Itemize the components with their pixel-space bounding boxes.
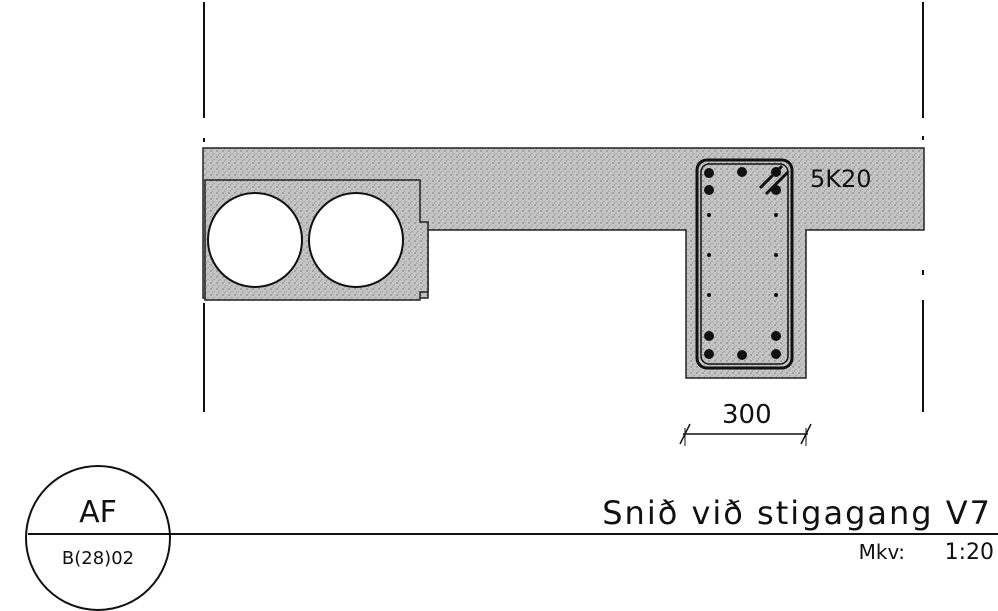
scale-label: Mkv: xyxy=(859,540,905,564)
rebar-bottom-4 xyxy=(737,350,747,360)
side-bar-2 xyxy=(774,213,778,217)
rebar-bottom-3 xyxy=(704,349,714,359)
rebar-label: 5K20 xyxy=(810,165,872,193)
rebar-top-4 xyxy=(704,185,714,195)
side-bar-4 xyxy=(774,253,778,257)
dimension-value: 300 xyxy=(722,400,772,430)
rebar-top-2 xyxy=(737,167,747,177)
drawing-title: Snið við stigagang V7 xyxy=(602,494,992,532)
rebar-bottom-1 xyxy=(704,331,714,341)
side-bar-5 xyxy=(707,293,711,297)
hollow-core-2 xyxy=(308,192,404,288)
side-bar-1 xyxy=(707,213,711,217)
stirrup-hook-2 xyxy=(764,170,790,196)
stirrup-hook-1 xyxy=(758,164,784,190)
rebar-bottom-2 xyxy=(771,331,781,341)
rebar-top-1 xyxy=(704,168,714,178)
reference-bubble-top: AF xyxy=(79,495,117,530)
hollow-core-1 xyxy=(207,192,303,288)
side-bar-3 xyxy=(707,253,711,257)
beam-stirrup xyxy=(695,158,794,370)
rebar-bottom-5 xyxy=(771,349,781,359)
side-bar-6 xyxy=(774,293,778,297)
scale-value: 1:20 xyxy=(945,540,994,565)
reference-bubble xyxy=(25,465,171,611)
reference-bubble-bottom: B(28)02 xyxy=(62,548,134,569)
beam-stirrup-inner xyxy=(700,163,789,365)
